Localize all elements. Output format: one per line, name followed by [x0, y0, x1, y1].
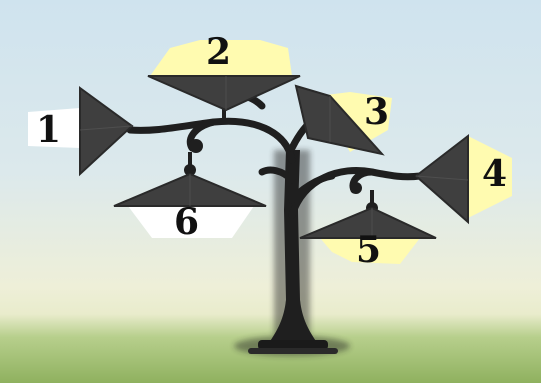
- lamp-number-1: 1: [36, 112, 61, 148]
- lamp-number-4: 4: [482, 156, 507, 192]
- lamp-shade-1: [80, 88, 132, 174]
- lamp-number-6: 6: [174, 204, 199, 240]
- lamp-shade-2: [148, 76, 300, 110]
- lamp-number-5: 5: [356, 232, 381, 268]
- lamp-number-3: 3: [364, 94, 389, 130]
- lamp-number-2: 2: [206, 34, 231, 70]
